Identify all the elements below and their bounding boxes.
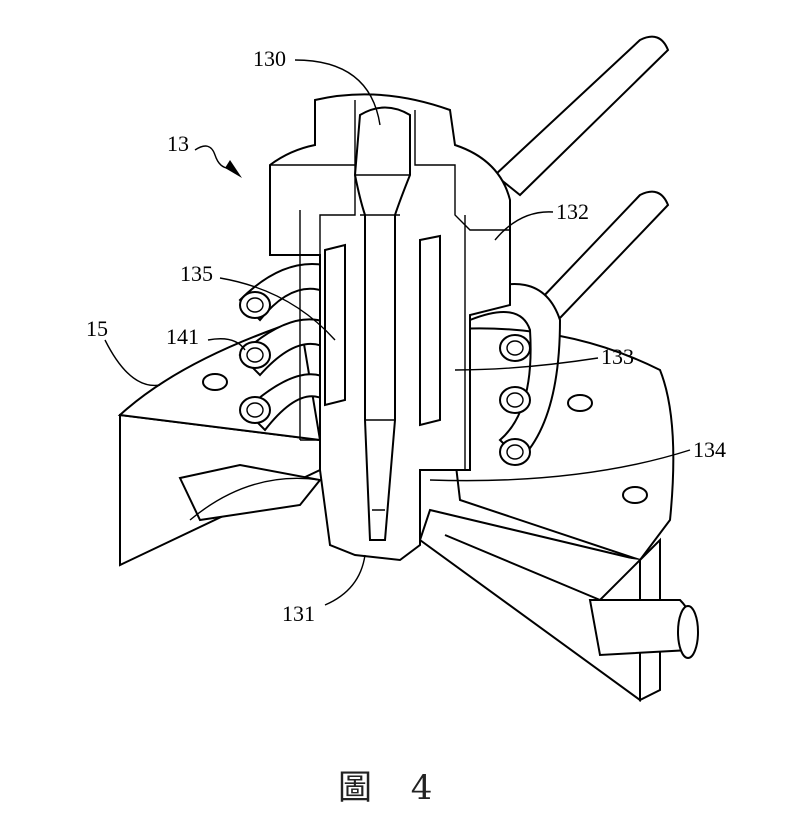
label-13: 13 [167, 131, 189, 156]
label-15: 15 [86, 316, 108, 341]
label-134: 134 [693, 437, 726, 462]
arrow-13 [194, 145, 233, 169]
label-141: 141 [166, 324, 199, 349]
figure-caption: 圖 4 [338, 768, 447, 808]
label-133: 133 [601, 344, 634, 369]
label-135: 135 [180, 261, 213, 286]
label-131: 131 [282, 601, 315, 626]
arrowhead-13 [225, 160, 242, 178]
base-block-15 [117, 318, 699, 702]
leader-lines [104, 59, 691, 606]
label-130: 130 [253, 46, 286, 71]
label-132: 132 [556, 199, 589, 224]
nozzle-body-13 [269, 93, 511, 562]
support-rods [493, 35, 670, 320]
